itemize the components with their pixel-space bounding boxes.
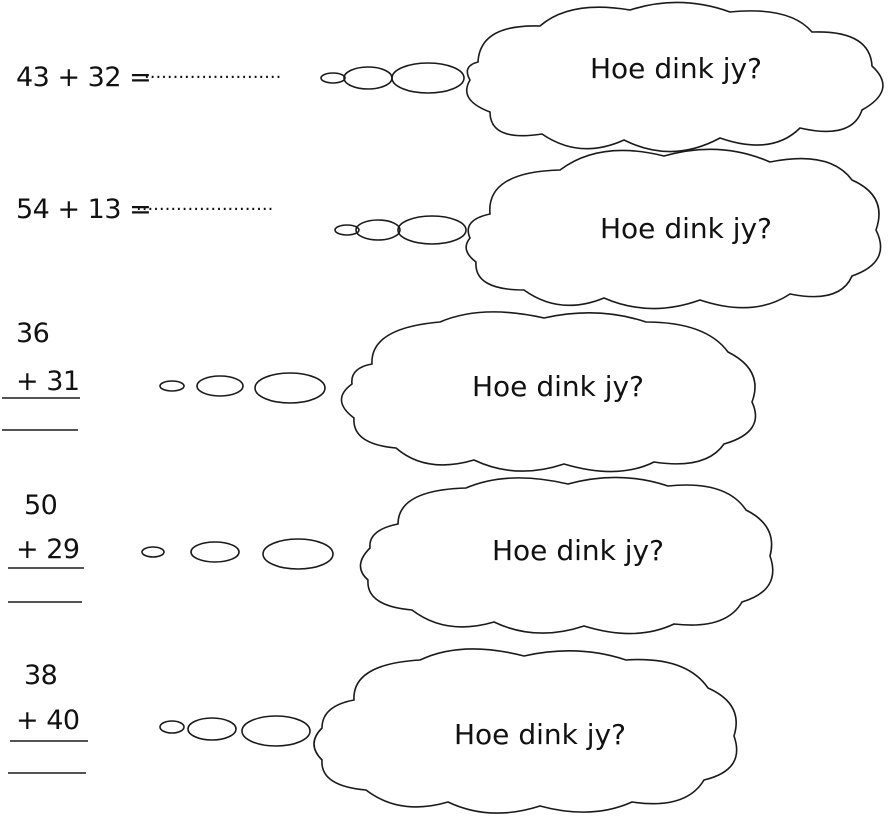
thought-text-1: Hoe dink jy?: [590, 52, 762, 85]
thought-cloud-4: [359, 476, 774, 635]
thought-trail-1: [320, 62, 465, 94]
problem-3-top-number: 36: [16, 318, 50, 349]
problem-1-answer-blank[interactable]: ........................: [144, 62, 282, 83]
problem-4-addend: + 29: [16, 534, 80, 565]
thought-trail-4: [141, 538, 334, 570]
thought-cloud-3: [340, 311, 757, 473]
thought-text-3: Hoe dink jy?: [472, 370, 644, 403]
thought-cloud-5: [313, 648, 738, 814]
thought-text-4: Hoe dink jy?: [492, 534, 664, 567]
thought-text-5: Hoe dink jy?: [454, 718, 626, 751]
thought-trail-2: [334, 215, 467, 245]
thought-cloud-2: [465, 148, 882, 310]
problem-3-addend: + 31: [16, 366, 80, 397]
problem-1-expression: 43 + 32 =: [16, 62, 152, 93]
thought-cloud-1: [465, 1, 884, 153]
problem-5-addend: + 40: [16, 705, 80, 736]
problem-5-top-number: 38: [24, 660, 58, 691]
thought-text-2: Hoe dink jy?: [600, 212, 772, 245]
thought-trail-3: [159, 372, 326, 404]
problem-4-top-number: 50: [24, 490, 58, 521]
problem-2-expression: 54 + 13 =: [16, 194, 152, 225]
thought-trail-5: [159, 715, 311, 747]
problem-2-answer-blank[interactable]: ........................: [136, 194, 274, 215]
